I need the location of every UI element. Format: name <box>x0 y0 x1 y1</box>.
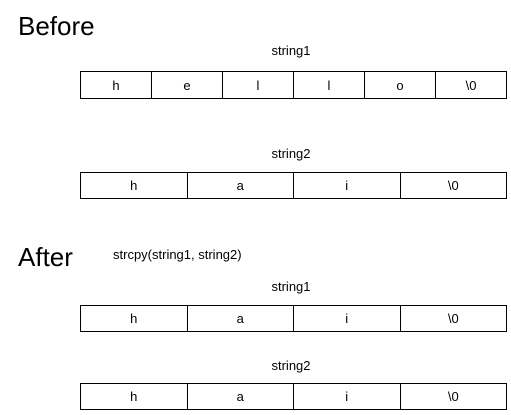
array-cell: h <box>81 306 188 331</box>
after-string1-array: h a i \0 <box>80 305 507 332</box>
after-string1-label: string1 <box>271 279 311 294</box>
array-cell: \0 <box>447 178 459 193</box>
array-cell: i <box>294 384 401 409</box>
array-cell: h <box>81 72 152 98</box>
array-cell: \0 <box>465 77 477 93</box>
array-cell: a <box>188 173 294 198</box>
before-string1-label: string1 <box>271 43 311 58</box>
before-heading: Before <box>18 11 95 41</box>
array-cell: h <box>81 173 188 198</box>
array-cell: l <box>223 72 294 98</box>
array-cell: l <box>294 72 365 98</box>
array-cell: i <box>294 306 401 331</box>
array-cell: i <box>294 173 401 198</box>
before-string2-label: string2 <box>271 146 311 161</box>
array-cell: e <box>152 72 223 98</box>
array-cell: h <box>81 384 188 409</box>
after-string2-label: string2 <box>271 358 311 373</box>
array-cell: a <box>188 384 294 409</box>
array-cell: \0 <box>447 389 459 404</box>
array-cell: o <box>365 72 436 98</box>
operation-label: strcpy(string1, string2) <box>113 247 242 262</box>
before-string1-array: h e l l o \0 <box>80 71 507 99</box>
before-string2-array: h a i \0 <box>80 172 507 199</box>
array-cell: a <box>188 306 294 331</box>
after-heading: After <box>18 242 73 272</box>
after-string2-array: h a i \0 <box>80 383 507 410</box>
array-cell: \0 <box>447 311 459 326</box>
